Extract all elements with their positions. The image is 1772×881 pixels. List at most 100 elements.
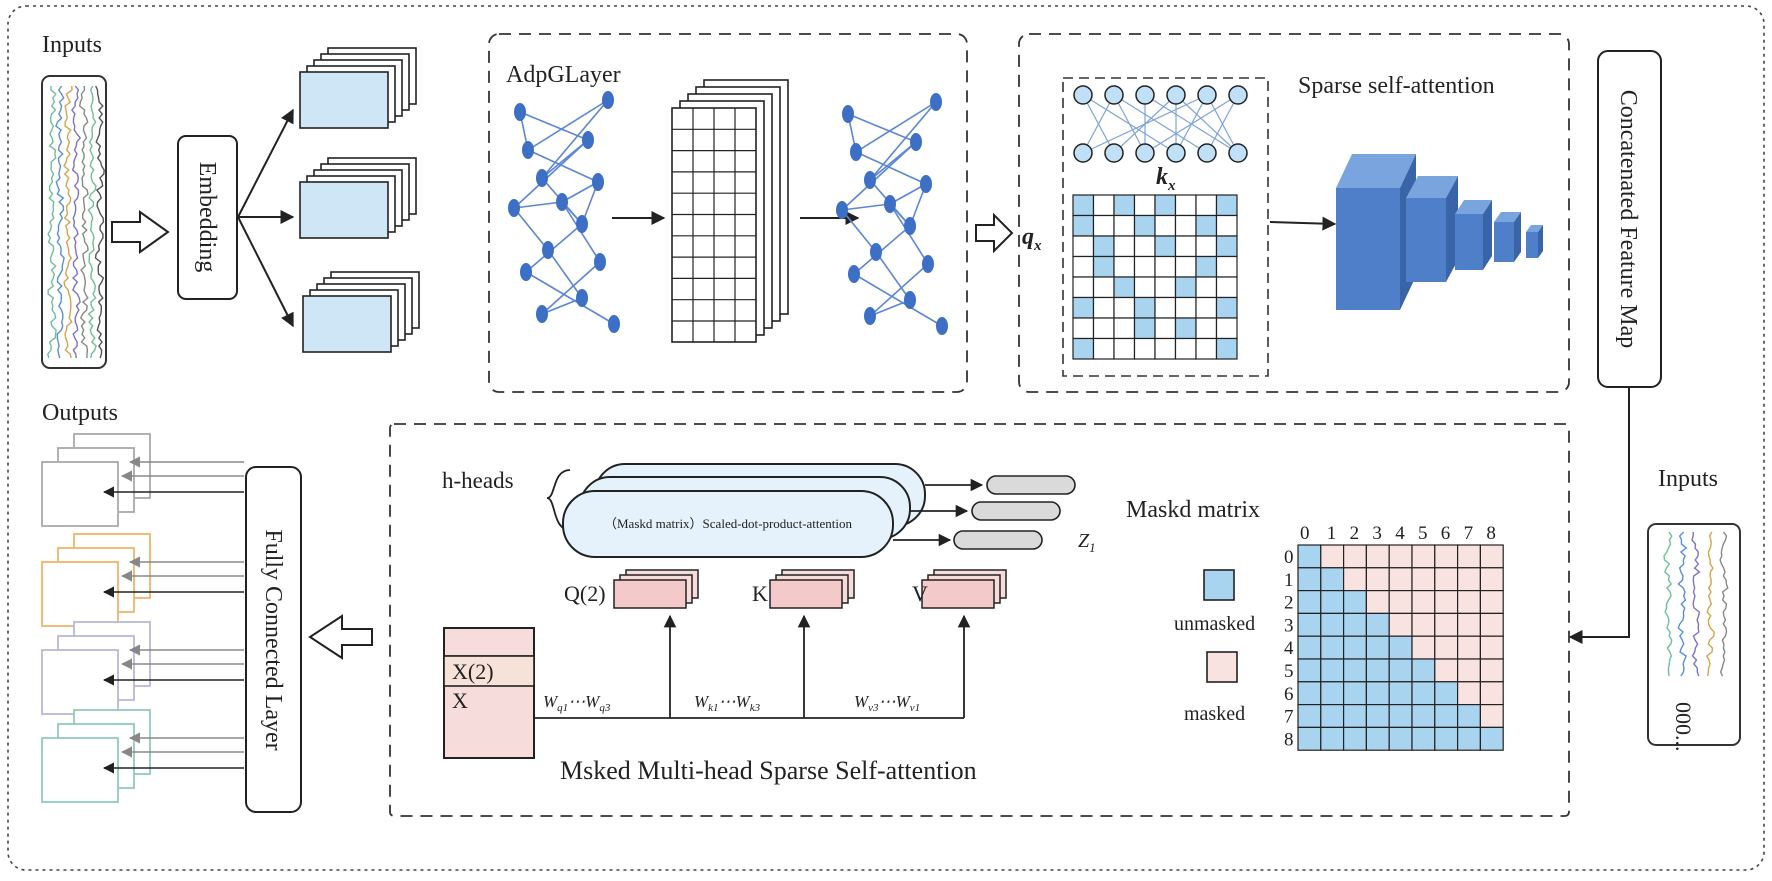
graph-edge [547,249,583,299]
sparse-cell [1215,235,1238,258]
mask-cell-masked [1365,589,1390,614]
embedding-sheet [299,71,389,129]
graph-edge [541,261,601,315]
graph-edge [853,273,943,327]
mask-cell-unmasked [1411,703,1436,728]
sparse-cell [1133,296,1156,319]
block-top [1494,212,1521,222]
attention-node [1228,143,1248,163]
mask-cell-unmasked [1297,681,1322,706]
graph-node [848,265,860,283]
sparse-cell [1174,194,1197,217]
block-side [1514,212,1521,262]
sparse-cell [1174,337,1197,360]
mask-col-label: 7 [1464,523,1474,544]
mask-cell-unmasked [1411,726,1436,751]
sparse-cell [1174,317,1197,340]
mask-cell-masked [1320,544,1345,569]
block-top [1455,200,1492,214]
mask-cell-masked [1479,544,1504,569]
mask-cell-unmasked [1365,635,1390,660]
graph-edge [855,101,937,153]
sparse-cell [1092,214,1115,237]
mask-cell-unmasked [1297,544,1322,569]
qkv-matrices [613,569,1007,609]
mask-cell-masked [1365,544,1390,569]
signal-trace [1719,531,1729,677]
mask-col-label: 0 [1300,523,1310,544]
h-heads-label: h-heads [442,468,514,493]
signal-trace [47,85,57,359]
mask-cell-unmasked [1388,703,1413,728]
x-label: X [452,688,468,713]
attention-edge [1113,94,1146,154]
head-capsule-1 [562,490,894,558]
sparse-cell [1092,276,1115,299]
sparse-cell [1072,214,1095,237]
hollow-arrow-to-fc [308,614,373,660]
graph-node [904,217,916,235]
output-sheet [41,461,119,527]
graph-node [582,131,594,149]
mask-col-label: 8 [1486,523,1496,544]
mask-cell-unmasked [1297,703,1322,728]
block-front [1455,214,1483,270]
hollow-arrow-to-sparse [975,212,1014,254]
mask-cell-masked [1456,681,1481,706]
sparse-cell [1195,276,1218,299]
mask-cell-unmasked [1320,589,1345,614]
sparse-attention-label: Sparse self-attention [1298,73,1495,99]
signal-trace [1705,531,1715,677]
inputs-right-label: Inputs [1658,466,1718,492]
sparse-cell [1072,337,1095,360]
signal-trace [55,85,65,359]
x-input-block [443,627,535,759]
arrow-embed-top [237,108,294,218]
attention-node [1135,143,1155,163]
graph-node [592,173,604,191]
sparse-cell [1195,317,1218,340]
sparse-cell [1215,214,1238,237]
sparse-cell [1092,296,1115,319]
mask-cell-unmasked [1388,726,1413,751]
wq-label: Wq1⋯Wq3 [543,692,611,714]
fully-connected-label: Fully Connected Layer [260,529,286,750]
graph-node [520,263,532,281]
attention-node [1197,85,1217,105]
z-output-2 [971,501,1061,521]
mask-cell-unmasked [1365,703,1390,728]
block-front [1336,188,1400,310]
mask-cell-masked [1434,658,1459,683]
mask-cell-masked [1479,703,1504,728]
sparse-cell [1072,235,1095,258]
graph-node [536,305,548,323]
graph-node [930,93,942,111]
graph-edge [541,99,609,179]
sparse-cell [1133,194,1156,217]
graph-node [536,169,548,187]
signal-trace [94,85,105,359]
attention-node [1197,143,1217,163]
mask-cell-unmasked [1365,612,1390,637]
sparse-cell [1133,317,1156,340]
graph-node [904,291,916,309]
attention-edge [1144,94,1239,154]
attention-edge [1082,94,1115,154]
mask-cell-unmasked [1365,658,1390,683]
mask-cell-unmasked [1297,612,1322,637]
mask-cell-masked [1479,681,1504,706]
graph-node [922,255,934,273]
graph-edge [527,99,609,151]
graph-node [936,317,948,335]
signal-trace [1691,531,1701,677]
head-capsule-text: （Maskd matrix）Scaled-dot-product-attenti… [604,516,853,531]
graph-edge [847,113,917,143]
fully-connected-box [245,466,302,813]
graph-node [602,91,614,109]
mask-row-label: 5 [1284,661,1294,682]
mask-cell-masked [1456,567,1481,592]
feature-grid-stack [671,79,789,343]
arrow-concat-to-mask [1568,387,1630,644]
sparse-cell [1072,276,1095,299]
sparse-cell [1133,337,1156,360]
